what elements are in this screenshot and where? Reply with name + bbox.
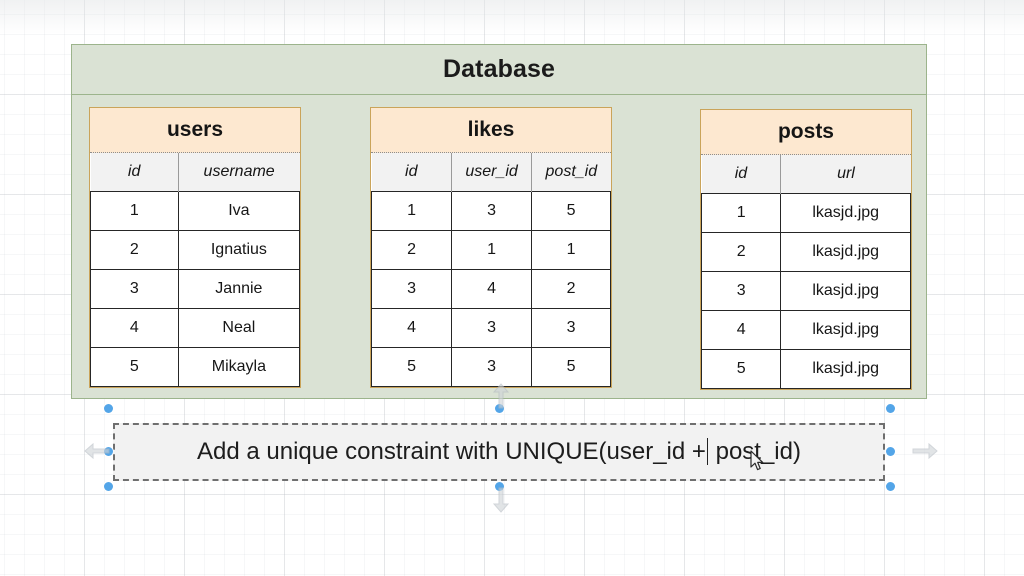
table-row: 5 3 5 [370,346,611,387]
entity-table-likes[interactable]: likes id user_id post_id 1 3 5 2 1 1 3 4… [370,107,612,388]
entity-name-likes: likes [467,118,515,141]
cell: Ignatius [177,229,301,270]
cell: 3 [451,346,533,387]
mouse-pointer-icon [750,450,764,471]
table-row: 5 Mikayla [90,346,301,387]
table-row: 4 lkasjd.jpg [700,309,911,350]
table-header-row: id url [701,155,911,194]
entity-header-likes: likes [371,108,611,153]
data-table-likes: id user_id post_id 1 3 5 2 1 1 3 4 2 4 3 [370,153,611,387]
column-header: user_id [451,153,533,192]
data-table-users: id username 1 Iva 2 Ignatius 3 Jannie 4 … [90,153,301,387]
entity-header-users: users [90,108,300,153]
cell: 2 [700,231,782,272]
cell: Iva [177,190,301,231]
table-row: 2 Ignatius [90,229,301,270]
column-header: url [780,155,911,194]
cell: 1 [700,192,782,233]
table-row: 3 4 2 [370,268,611,309]
cell: 3 [90,268,179,309]
cell: 2 [90,229,179,270]
cell: 2 [531,268,611,309]
table-row: 1 lkasjd.jpg [700,192,911,233]
cell: 5 [700,348,782,389]
table-row: 3 lkasjd.jpg [700,270,911,311]
cell: Jannie [177,268,301,309]
column-header: id [90,153,179,192]
cell: 1 [90,190,179,231]
cell: 4 [90,307,179,348]
entity-name-users: users [166,118,224,141]
connect-arrow-left-icon[interactable] [84,440,110,462]
cell: 1 [531,229,611,270]
connect-arrow-down-icon[interactable] [490,487,512,513]
cell: lkasjd.jpg [780,231,911,272]
cell: lkasjd.jpg [780,348,911,389]
table-row: 2 lkasjd.jpg [700,231,911,272]
resize-handle-bottom-center[interactable] [495,482,504,491]
cell: 2 [370,229,453,270]
canvas-top-shade [0,0,1024,34]
resize-handle-middle-right[interactable] [886,447,895,456]
cell: Neal [177,307,301,348]
resize-handle-top-right[interactable] [886,404,895,413]
table-row: 1 3 5 [370,190,611,231]
table-row: 1 Iva [90,190,301,231]
cell: 5 [531,346,611,387]
table-row: 5 lkasjd.jpg [700,348,911,389]
note-text[interactable]: Add a unique constraint with UNIQUE(user… [197,438,801,466]
cell: 3 [451,307,533,348]
cell: lkasjd.jpg [780,270,911,311]
cell: 5 [370,346,453,387]
cell: 5 [531,190,611,231]
table-header-row: id user_id post_id [371,153,611,192]
resize-handle-bottom-left[interactable] [104,482,113,491]
table-row: 4 3 3 [370,307,611,348]
resize-handle-bottom-right[interactable] [886,482,895,491]
column-header: id [701,155,782,194]
cell: 3 [451,190,533,231]
connect-arrow-right-icon[interactable] [912,440,938,462]
cell: 5 [90,346,179,387]
table-row: 4 Neal [90,307,301,348]
page-title: Database [443,55,555,83]
cell: 1 [451,229,533,270]
table-header-row: id username [90,153,300,192]
note-text-before-caret: Add a unique constraint with UNIQUE(user… [197,438,706,465]
cell: Mikayla [177,346,301,387]
resize-handle-top-left[interactable] [104,404,113,413]
cell: 3 [700,270,782,311]
cell: 4 [700,309,782,350]
entity-header-posts: posts [701,110,911,155]
column-header: username [177,153,300,192]
cell: lkasjd.jpg [780,192,911,233]
cell: 3 [370,268,453,309]
cell: 4 [370,307,453,348]
entity-table-posts[interactable]: posts id url 1 lkasjd.jpg 2 lkasjd.jpg 3… [700,109,912,390]
entity-name-posts: posts [777,120,834,143]
database-container[interactable]: Database users id username 1 Iva 2 Ignat… [71,44,927,399]
cell: lkasjd.jpg [780,309,911,350]
connect-arrow-up-icon[interactable] [490,383,512,409]
column-header: post_id [531,153,611,192]
note-textbox[interactable]: Add a unique constraint with UNIQUE(user… [113,423,885,481]
entity-table-users[interactable]: users id username 1 Iva 2 Ignatius 3 Jan… [89,107,301,388]
table-row: 3 Jannie [90,268,301,309]
text-caret [706,438,708,465]
column-header: id [371,153,453,192]
cell: 1 [370,190,453,231]
data-table-posts: id url 1 lkasjd.jpg 2 lkasjd.jpg 3 lkasj… [700,155,911,389]
table-row: 2 1 1 [370,229,611,270]
cell: 4 [451,268,533,309]
database-title-bar: Database [72,45,926,95]
cell: 3 [531,307,611,348]
